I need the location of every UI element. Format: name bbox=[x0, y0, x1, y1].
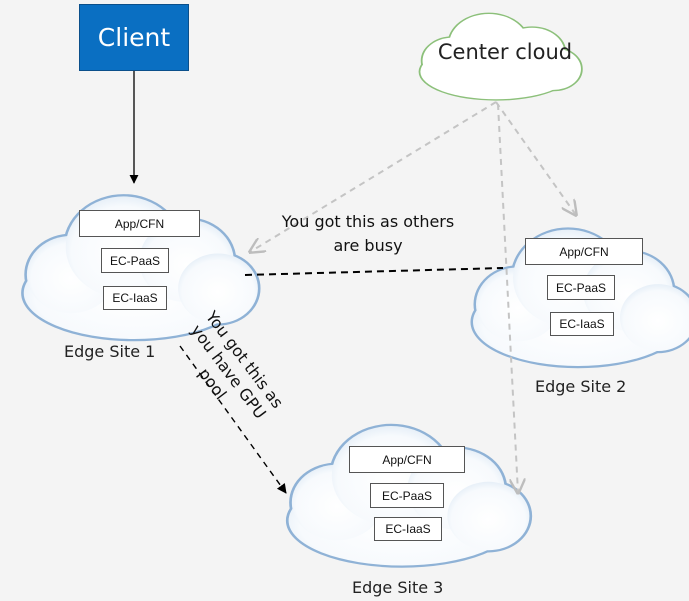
edge1-app-cfn: App/CFN bbox=[79, 210, 200, 237]
edge1-ec-iaas-label: EC-IaaS bbox=[112, 291, 158, 305]
edge2-ec-paas-label: EC-PaaS bbox=[555, 280, 607, 295]
edge3-ec-paas: EC-PaaS bbox=[370, 483, 444, 508]
center-to-edge2-arrow bbox=[495, 101, 576, 215]
edge1-ec-iaas: EC-IaaS bbox=[103, 286, 167, 310]
edge2-ec-paas: EC-PaaS bbox=[547, 275, 615, 300]
edge1-ec-paas: EC-PaaS bbox=[101, 248, 169, 273]
center-to-edge3-arrow bbox=[497, 103, 518, 493]
client-label: Client bbox=[97, 23, 171, 52]
busy-annotation-line1: You got this as others bbox=[281, 212, 455, 231]
edge-site-1-label: Edge Site 1 bbox=[64, 342, 156, 361]
edge-site-2-label: Edge Site 2 bbox=[535, 377, 627, 396]
edge1-to-edge3-arrow bbox=[179, 345, 287, 494]
edge1-edge2-link bbox=[244, 267, 504, 276]
edge3-ec-iaas: EC-IaaS bbox=[374, 517, 442, 541]
center-to-edge1-arrow bbox=[250, 101, 497, 252]
edge3-app-cfn: App/CFN bbox=[349, 446, 465, 473]
busy-annotation: You got this as others are busy bbox=[268, 210, 468, 258]
edge1-ec-paas-label: EC-PaaS bbox=[109, 253, 161, 268]
edge1-app-cfn-label: App/CFN bbox=[114, 216, 165, 231]
center-cloud-label: Center cloud bbox=[437, 40, 573, 64]
busy-annotation-line2: are busy bbox=[333, 236, 403, 255]
edge3-app-cfn-label: App/CFN bbox=[382, 452, 432, 467]
edge2-app-cfn: App/CFN bbox=[525, 238, 643, 265]
edge2-app-cfn-label: App/CFN bbox=[559, 244, 609, 259]
edge2-ec-iaas: EC-IaaS bbox=[550, 312, 614, 336]
edge3-ec-paas-label: EC-PaaS bbox=[381, 488, 433, 503]
edge2-ec-iaas-label: EC-IaaS bbox=[559, 317, 605, 331]
edge-site-3-label: Edge Site 3 bbox=[352, 578, 444, 597]
client-box: Client bbox=[79, 4, 189, 71]
edge3-ec-iaas-label: EC-IaaS bbox=[385, 522, 431, 536]
